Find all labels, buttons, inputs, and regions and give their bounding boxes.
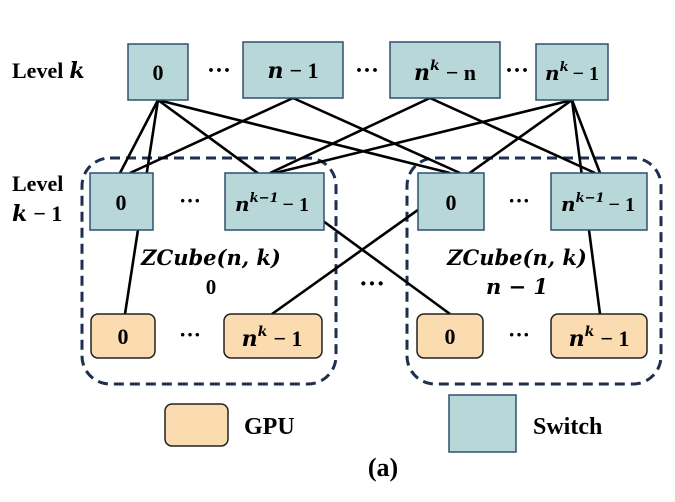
group-0-gpu-first: 0 (90, 313, 156, 359)
caption: (a) (368, 453, 398, 482)
group-0-switch-last: nk−1− 1 (224, 172, 325, 231)
link (292, 96, 461, 175)
link (129, 96, 294, 175)
group-0-index: 0 (206, 275, 217, 299)
svg-text:nk− n: nk− n (414, 58, 476, 86)
group-n-1-switch-first: 0 (417, 172, 485, 231)
top-switch-nk-n: nk− n (389, 41, 501, 99)
group-0-gpu-last: nk− 1 (223, 313, 323, 359)
svg-text:0: 0 (116, 190, 127, 215)
link (274, 98, 573, 175)
link (429, 96, 596, 175)
link (269, 96, 431, 175)
top-switch-nk-1: nk− 1 (535, 43, 609, 101)
svg-text:0: 0 (153, 60, 164, 85)
group-0-outline (80, 156, 338, 386)
svg-text:0: 0 (118, 324, 129, 349)
legend-gpu-swatch (164, 403, 229, 447)
ellipsis: ··· (508, 322, 530, 347)
top-switch-n-1: n− 1 (242, 41, 344, 99)
link (118, 99, 160, 174)
legend-gpu-label: GPU (244, 414, 295, 440)
svg-text:nk− 1: nk− 1 (569, 324, 630, 352)
svg-text:0: 0 (446, 190, 457, 215)
legend-switch-label: Switch (533, 414, 602, 440)
svg-text:0: 0 (445, 324, 456, 349)
group-0-switch-first: 0 (89, 172, 154, 231)
link (157, 98, 451, 175)
svg-text:nk−1− 1: nk−1− 1 (235, 191, 309, 216)
svg-text:nk− 1: nk− 1 (545, 60, 599, 85)
group-n-1-gpu-first: 0 (416, 313, 484, 359)
ellipsis: ··· (508, 188, 530, 213)
ellipsis: ··· (179, 322, 201, 347)
link (570, 99, 602, 174)
group-n-1-title: ZCube(n, k) (446, 245, 587, 270)
group-n-1-gpu-last: nk− 1 (550, 313, 648, 359)
ellipsis: ··· (207, 58, 231, 84)
svg-text:nk−1− 1: nk−1− 1 (561, 191, 635, 216)
legend: GPU Switch (164, 394, 602, 453)
ellipsis: ··· (355, 58, 379, 84)
group-n-1-switch-last: nk−1− 1 (550, 172, 648, 231)
ellipsis: ··· (359, 269, 385, 298)
group-0-title: ZCube(n, k) (140, 245, 281, 270)
group-n-1-index: n − 1 (486, 274, 548, 299)
legend-switch-swatch (448, 394, 517, 453)
level-k-1-label: Level (12, 171, 63, 196)
ellipsis: ··· (505, 58, 529, 84)
svg-text:nk− 1: nk− 1 (242, 324, 303, 352)
top-switch-0: 0 (127, 43, 189, 101)
ellipsis: ··· (179, 188, 201, 213)
svg-text:n− 1: n− 1 (267, 58, 318, 84)
group-n-1-outline (405, 156, 663, 386)
level-k-1-sub: k− 1 (12, 201, 62, 227)
